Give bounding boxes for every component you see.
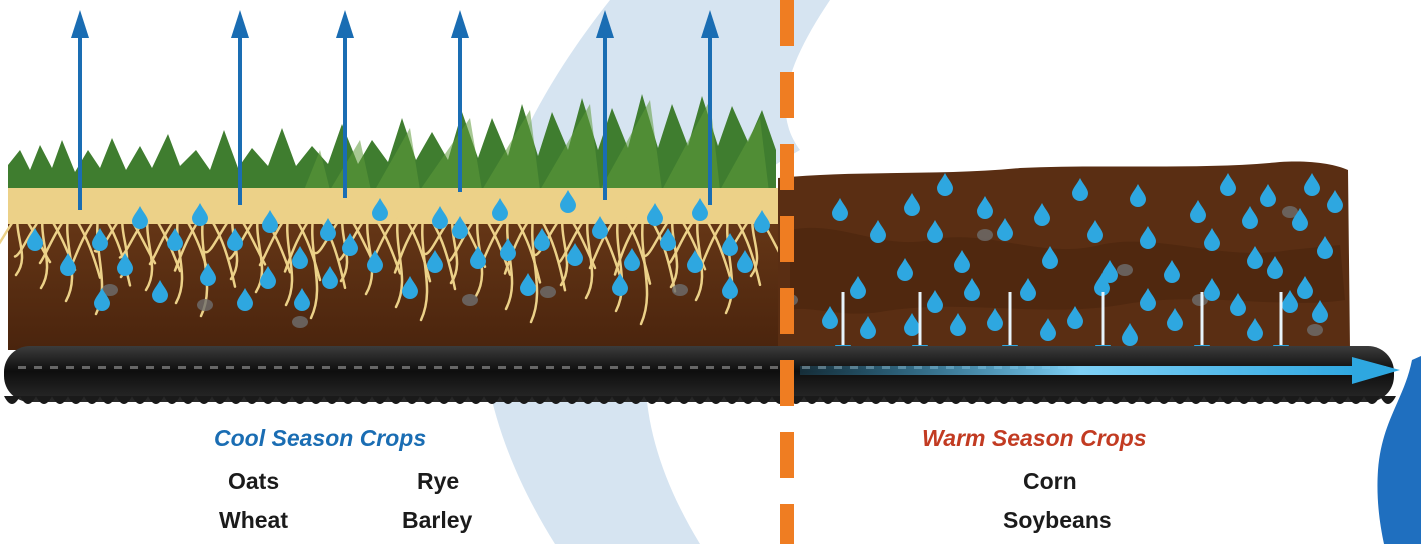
outflow-stream [1377,356,1421,544]
pipe-flow-arrow [800,357,1400,384]
water-drops [27,173,1343,346]
cool-season-heading: Cool Season Crops [214,425,427,451]
crop-barley: Barley [402,507,473,533]
warm-season-heading: Warm Season Crops [922,425,1147,451]
transpiration-arrows [71,10,719,210]
grass-highlights [300,100,770,200]
crop-corn: Corn [1023,468,1077,494]
crop-oats: Oats [228,468,280,494]
crop-soybeans: Soybeans [1003,507,1112,533]
crop-wheat: Wheat [219,507,288,533]
crop-rye: Rye [417,468,460,494]
soil-stones [102,206,1323,336]
